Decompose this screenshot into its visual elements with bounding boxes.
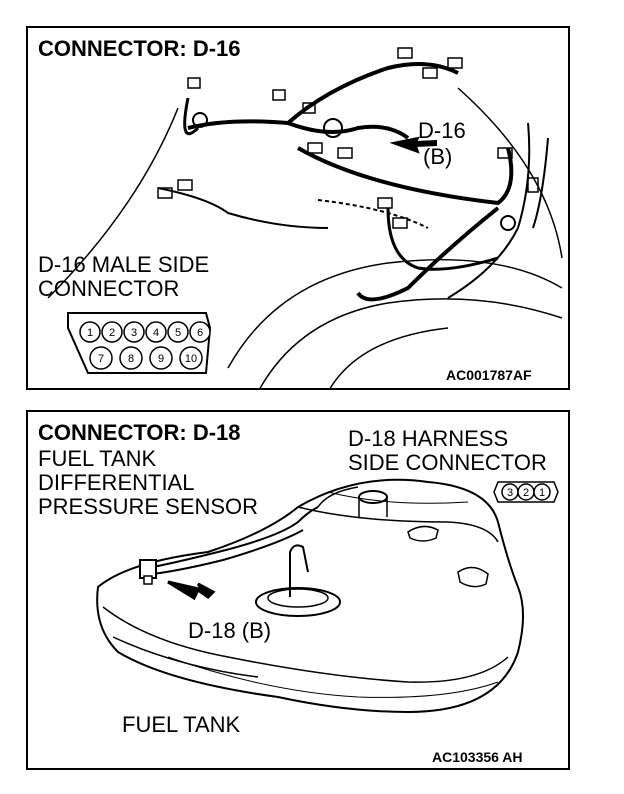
connector-label-line2: CONNECTOR [38, 276, 180, 301]
callout-label: D-16 [418, 118, 466, 143]
connector-label-line2: SIDE CONNECTOR [348, 450, 547, 475]
figure-code: AC001787AF [446, 367, 532, 383]
d18-connector-face [493, 481, 559, 503]
pin-number: 5 [175, 327, 181, 339]
pin-number: 1 [87, 327, 93, 339]
pin-number: 9 [158, 353, 164, 365]
connector-label-line1: D-16 MALE SIDE [38, 252, 210, 277]
figure-code: AC103356 AH [432, 749, 523, 765]
pin-number: 2 [523, 487, 529, 499]
pin-number: 1 [539, 487, 545, 499]
connector-pin [79, 321, 101, 343]
connector-pin [89, 346, 113, 370]
panel-title: CONNECTOR: D-16 [38, 36, 241, 61]
callout-label: D-18 (B) [188, 618, 272, 643]
pin-number: 2 [109, 327, 115, 339]
pin-number: 10 [185, 353, 197, 365]
pin-number: 3 [131, 327, 137, 339]
connector-pin [533, 483, 551, 501]
fuel-tank-label: FUEL TANK [122, 712, 241, 737]
connector-pin [179, 346, 203, 370]
vehicle-harness-illustration: 1 2 3 4 5 6 7 8 9 10 [47, 47, 563, 388]
connector-pin [101, 321, 123, 343]
connector-pin [167, 321, 189, 343]
connector-d16-panel: 1 2 3 4 5 6 7 8 9 10 CONNECTOR: D-16 D-16 (B) D-1… [26, 26, 570, 390]
connector-pin [145, 321, 167, 343]
component-label-line1: FUEL TANK [38, 446, 157, 471]
connector-pin [189, 321, 211, 343]
component-label-line3: PRESSURE SENSOR [38, 494, 259, 519]
panel-title: CONNECTOR: D-18 [38, 420, 241, 445]
connector-pin [149, 346, 173, 370]
pin-number: 8 [128, 353, 134, 365]
d16-connector-face [67, 312, 212, 374]
callout-sublabel: (B) [423, 144, 453, 169]
pin-number: 4 [153, 327, 159, 339]
pin-number: 7 [98, 353, 104, 365]
component-label-line2: DIFFERENTIAL [38, 470, 195, 495]
connector-pin [119, 346, 143, 370]
connector-pin [123, 321, 145, 343]
pin-number: 6 [197, 327, 203, 339]
connector-label-line1: D-18 HARNESS [348, 426, 509, 451]
pin-number: 3 [507, 487, 513, 499]
